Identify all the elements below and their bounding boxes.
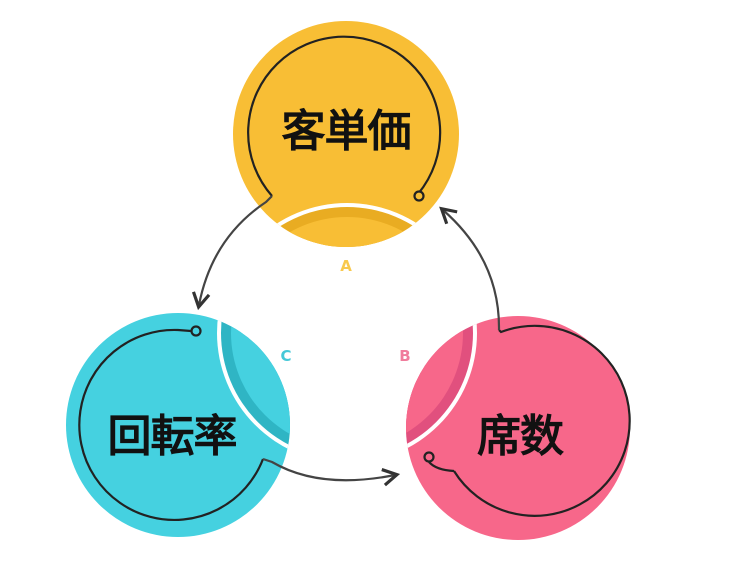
letter-b: B — [399, 347, 411, 365]
arc-sekisu — [453, 324, 631, 517]
circle-kaitenritsu — [66, 313, 290, 537]
dot-sekisu — [423, 451, 435, 463]
circle-kyakutanka — [233, 21, 459, 247]
label-kyakutanka: 客単価 — [281, 106, 412, 157]
label-sekisu: 席数 — [477, 411, 564, 462]
arrow-kyakutanka-to-kaitenritsu — [191, 195, 273, 311]
arrow-kaitenritsu-to-sekisu — [262, 457, 401, 487]
letter-a: A — [340, 257, 352, 275]
letter-c: C — [280, 347, 292, 365]
arc-kyakutanka — [247, 35, 442, 197]
dot-kyakutanka — [413, 190, 425, 202]
arrow-sekisu-to-kyakutanka — [439, 206, 501, 331]
arc-kaitenritsu — [78, 328, 265, 522]
dot-kaitenritsu — [190, 325, 202, 337]
label-kaitenritsu: 回転率 — [107, 411, 238, 462]
circle-sekisu — [406, 316, 630, 540]
